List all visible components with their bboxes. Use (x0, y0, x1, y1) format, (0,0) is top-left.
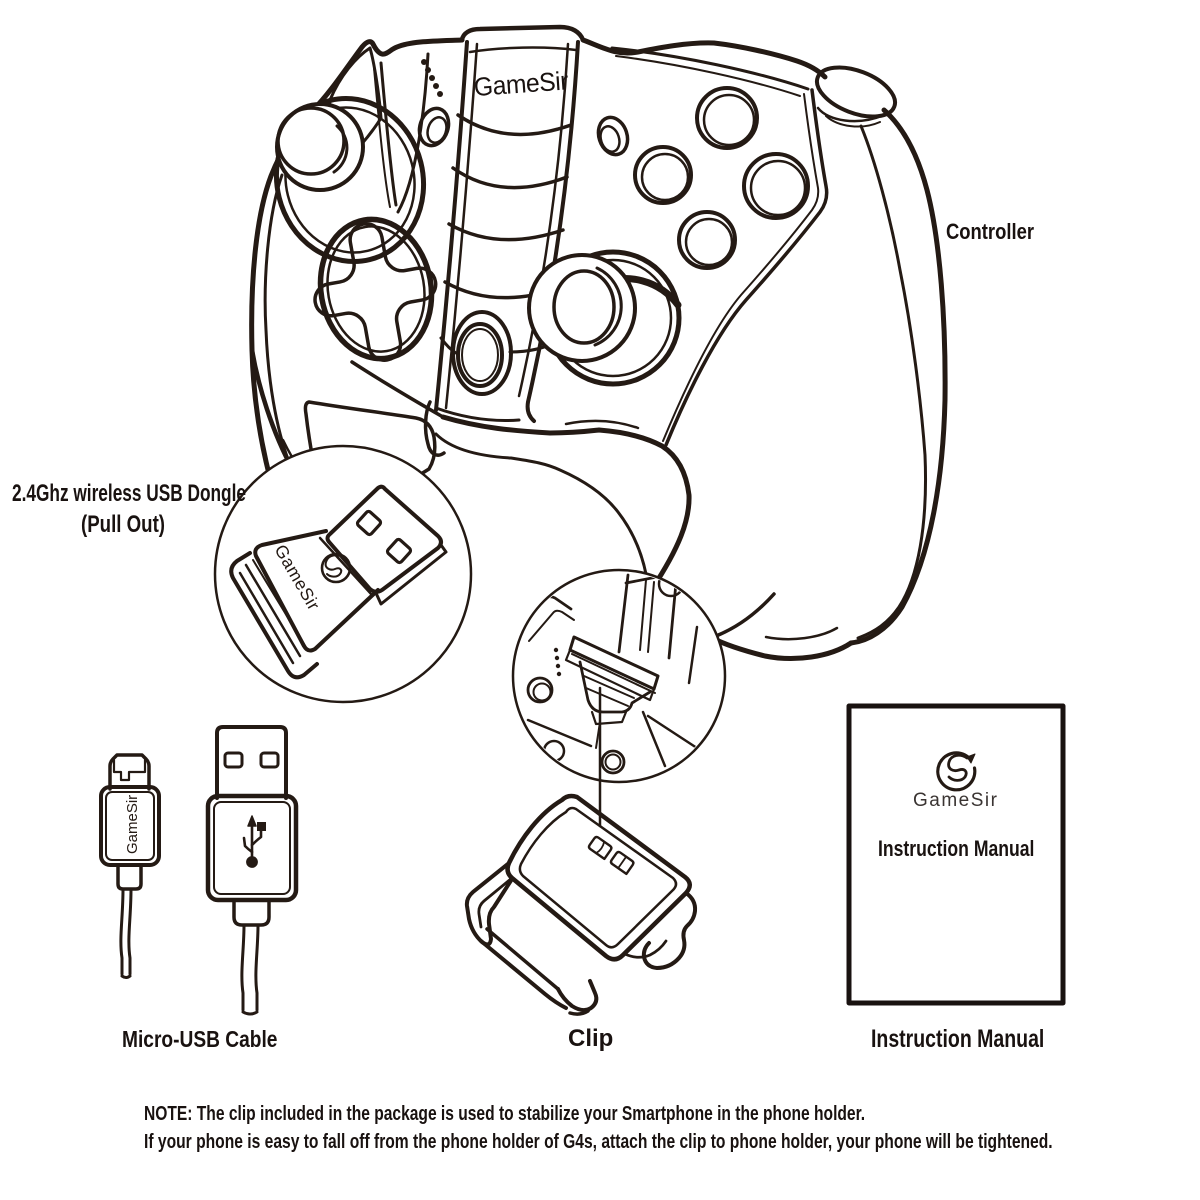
svg-text:GameSir: GameSir (124, 795, 141, 854)
